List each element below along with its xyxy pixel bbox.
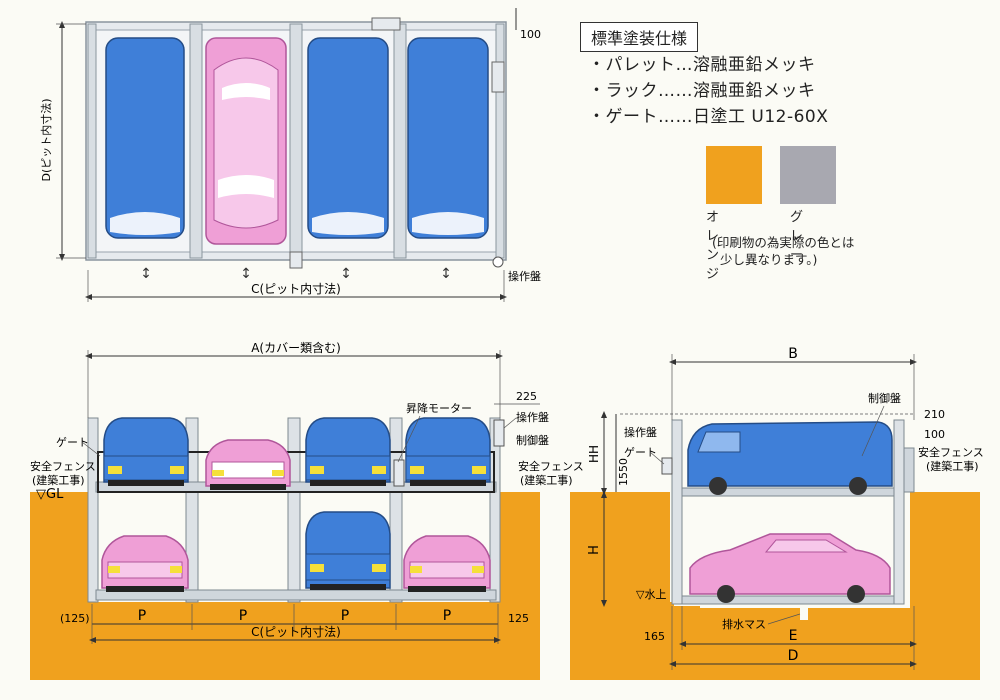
dim-c-label-front: C(ピット内寸法) — [251, 625, 341, 639]
dim-100-top: 100 — [520, 28, 541, 41]
fence-right-label-1: 安全フェンス — [518, 459, 584, 473]
swatch-orange — [706, 146, 762, 204]
dim-d-side: D — [788, 648, 799, 664]
top-view: ↕ ↕ ↕ ↕ D(ピット内寸法) C(ピット内寸法) 100 操作盤 — [39, 8, 541, 302]
fence-right-label-2: (建築工事) — [520, 473, 573, 487]
dim-p-4: P — [443, 608, 451, 624]
side-van-blue — [687, 421, 893, 495]
spec-line-pallet: ・パレット…溶融亜鉛メッキ — [588, 55, 816, 75]
gate-label-front: ゲート — [56, 436, 89, 449]
side-upper-pallet — [681, 487, 895, 497]
dim-b-label: B — [788, 346, 798, 362]
gl-label: ▽GL — [36, 487, 64, 502]
color-note: (印刷物の為実際の色とは 少し異なります。) — [712, 234, 854, 268]
front-operation-panel — [493, 419, 505, 447]
swatch-gray — [780, 146, 836, 204]
rail — [189, 23, 203, 259]
side-post-left — [671, 419, 683, 605]
paint-spec-panel: 標準塗装仕様 ・パレット…溶融亜鉛メッキ ・ラック……溶融亜鉛メッキ ・ゲート…… — [580, 22, 960, 130]
dim-d-label: D(ピット内寸法) — [39, 98, 53, 181]
front-lower-car-3-blue — [305, 511, 391, 590]
swatch-orange-label: オレンジ — [706, 210, 720, 282]
front-lower-car-4-pink — [403, 535, 491, 592]
rail — [393, 23, 407, 259]
operation-panel-marker — [492, 256, 504, 268]
lift-motor-label: 昇降モーター — [406, 401, 472, 415]
gate-label-side: ゲート — [624, 446, 657, 459]
top-pallet-2-pink-car — [205, 37, 287, 245]
front-post — [185, 417, 199, 603]
rail — [87, 23, 97, 259]
spec-title: 標準塗装仕様 — [580, 22, 699, 52]
svg-text:↕: ↕ — [140, 266, 152, 282]
color-note-line-2: 少し異なります。) — [720, 252, 818, 267]
side-ground — [570, 492, 980, 680]
dim-p-3: P — [341, 608, 349, 624]
dim-125-left: (125) — [60, 612, 90, 625]
dim-1550: 1550 — [617, 458, 630, 486]
dim-100-side: 100 — [924, 428, 945, 441]
operation-panel-label-front: 操作盤 — [516, 410, 549, 424]
front-lower-car-1-pink — [101, 535, 189, 592]
swatch-gray-label: グレー — [790, 210, 804, 263]
dim-e: E — [789, 628, 798, 644]
svg-text:↕: ↕ — [440, 266, 452, 282]
fence-side-label-2: (建築工事) — [926, 459, 979, 473]
side-operation-panel — [661, 457, 673, 475]
front-post — [389, 417, 403, 603]
front-post — [287, 417, 301, 603]
front-upper-car-2-pink — [205, 439, 291, 490]
rail — [289, 23, 303, 259]
rail — [495, 23, 505, 259]
top-pallet-4 — [407, 37, 489, 239]
dim-a-label: A(カバー類含む) — [251, 340, 341, 355]
side-lower-pallet — [681, 595, 895, 605]
side-sedan-pink — [689, 533, 891, 603]
fence-left-label-2: (建築工事) — [32, 473, 85, 487]
dim-p-2: P — [239, 608, 247, 624]
dim-hh: HH — [587, 445, 601, 463]
front-upper-car-1-blue — [103, 417, 189, 486]
water-level-label: ▽水上 — [636, 588, 666, 601]
color-note-line-1: (印刷物の為実際の色とは — [712, 235, 855, 250]
control-panel-label-side: 制御盤 — [868, 391, 901, 405]
svg-text:↕: ↕ — [340, 266, 352, 282]
drain-box — [289, 251, 303, 269]
top-pallet-3 — [307, 37, 389, 239]
dim-225: 225 — [516, 390, 537, 403]
operation-panel-label-top: 操作盤 — [508, 269, 541, 283]
side-post-right — [893, 419, 905, 605]
cover-box — [371, 17, 401, 31]
dim-165: 165 — [644, 630, 665, 643]
drain-label: 排水マス — [722, 617, 766, 631]
side-box — [491, 61, 505, 93]
front-view: A(カバー類含む) 225 昇降モーター 操作盤 制御盤 安全フェンス (建築工… — [30, 340, 584, 644]
control-panel-label-front: 制御盤 — [516, 433, 549, 447]
front-post — [489, 417, 501, 603]
side-control-panel — [903, 447, 915, 493]
spec-line-rack: ・ラック……溶融亜鉛メッキ — [588, 81, 816, 101]
lower-pallet-rail — [95, 589, 497, 601]
lift-arrows: ↕ ↕ ↕ ↕ — [140, 266, 452, 282]
front-post — [87, 417, 99, 603]
svg-text:↕: ↕ — [240, 266, 252, 282]
fence-left-label-1: 安全フェンス — [30, 459, 96, 473]
dim-125-right: 125 — [508, 612, 529, 625]
front-upper-car-4-blue — [405, 417, 491, 486]
dim-c-label-top: C(ピット内寸法) — [251, 282, 341, 296]
gate-frame — [97, 451, 495, 493]
spec-line-gate: ・ゲート……日塗工 U12-60X — [588, 107, 829, 127]
top-pallet-1 — [105, 37, 185, 239]
lift-motor — [393, 459, 405, 487]
fence-side-label-1: 安全フェンス — [918, 445, 984, 459]
operation-panel-label-side: 操作盤 — [624, 425, 657, 439]
dim-p-1: P — [138, 608, 146, 624]
dim-210: 210 — [924, 408, 945, 421]
front-upper-car-3-blue — [305, 417, 391, 486]
side-view: B 制御盤 210 100 安全フェンス (建築工事) 操作盤 ゲート HH 1… — [587, 346, 984, 670]
dim-h: H — [587, 545, 602, 555]
